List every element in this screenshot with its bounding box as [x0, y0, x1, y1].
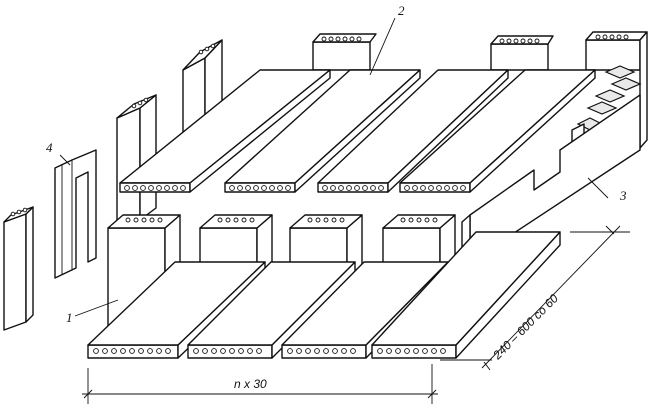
label-2: 2 [398, 3, 405, 18]
left-loose-panel [3, 206, 34, 331]
label-4: 4 [46, 140, 53, 155]
lower-floor-slabs [87, 231, 561, 359]
upper-floor-slabs [119, 69, 596, 193]
u-frame-element [54, 149, 97, 279]
dimension-depth [440, 225, 630, 371]
label-1: 1 [66, 310, 73, 325]
label-3: 3 [619, 188, 627, 203]
width-dimension-label: n x 30 [234, 377, 267, 391]
dimension-width [82, 364, 438, 404]
leader-lines [59, 17, 609, 317]
